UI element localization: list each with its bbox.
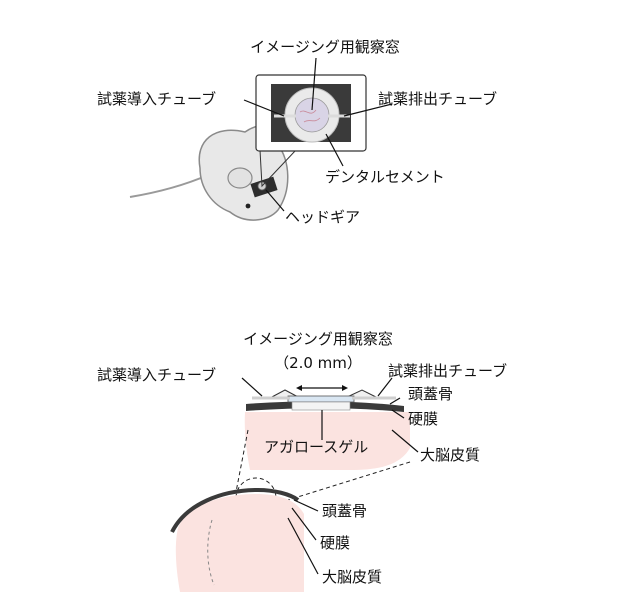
label-skull: 頭蓋骨 [408, 385, 453, 403]
leader-headgear [265, 189, 285, 212]
leader-out-tube [343, 103, 393, 117]
cross-section [244, 385, 410, 470]
window-glass [287, 395, 355, 403]
label-agarose-gel: アガロースゲル [264, 438, 368, 456]
label-imaging-window-top: イメージング用観察窓 [250, 38, 400, 56]
label-reagent-out-bottom: 試薬排出チューブ [388, 362, 507, 380]
cortex-tissue [244, 412, 410, 470]
span-arrow-right [342, 385, 348, 391]
label-dura: 硬膜 [408, 410, 438, 428]
mouse-ear [227, 167, 253, 189]
brain-hemisphere [170, 429, 411, 592]
inner-structure [207, 519, 215, 586]
leader-skull-lower [293, 499, 319, 512]
leader-dura [391, 409, 405, 419]
leader-cement [325, 133, 344, 167]
leader-cortex [391, 429, 419, 453]
mouse-eye [245, 203, 251, 209]
label-reagent-in-top: 試薬導入チューブ [97, 90, 216, 108]
mouse-tail [129, 174, 209, 198]
brain-body [175, 494, 304, 592]
top-leader-lines [243, 57, 393, 212]
magnified-inset [255, 74, 367, 152]
skull-arc [170, 487, 300, 533]
label-cortex: 大脳皮質 [420, 446, 480, 464]
label-window-size: （2.0 mm） [274, 354, 362, 372]
label-reagent-out-top: 試薬排出チューブ [378, 90, 497, 108]
leader-out-tube-bottom [377, 377, 393, 397]
brain-leader-lines [287, 499, 319, 575]
label-headgear: ヘッドギア [285, 208, 360, 226]
label-cortex-lower: 大脳皮質 [322, 568, 382, 586]
leader-cortex-lower [287, 517, 319, 575]
agarose-gel-layer [291, 401, 351, 411]
leader-skull [389, 397, 401, 405]
label-skull-lower: 頭蓋骨 [322, 502, 367, 520]
leader-dura-lower [291, 507, 317, 541]
leader-window [311, 57, 317, 111]
zoom-line-left [235, 429, 249, 493]
label-imaging-window-bottom: イメージング用観察窓 [243, 330, 393, 348]
label-reagent-in-bottom: 試薬導入チューブ [97, 366, 216, 384]
bottom-leader-lines [241, 377, 419, 453]
leader-in-tube-bottom [241, 377, 263, 397]
span-arrow-left [296, 385, 302, 391]
label-dura-lower: 硬膜 [320, 534, 350, 552]
leader-in-tube [243, 99, 285, 117]
window-vessels [299, 109, 321, 123]
label-dental-cement: デンタルセメント [325, 168, 445, 186]
